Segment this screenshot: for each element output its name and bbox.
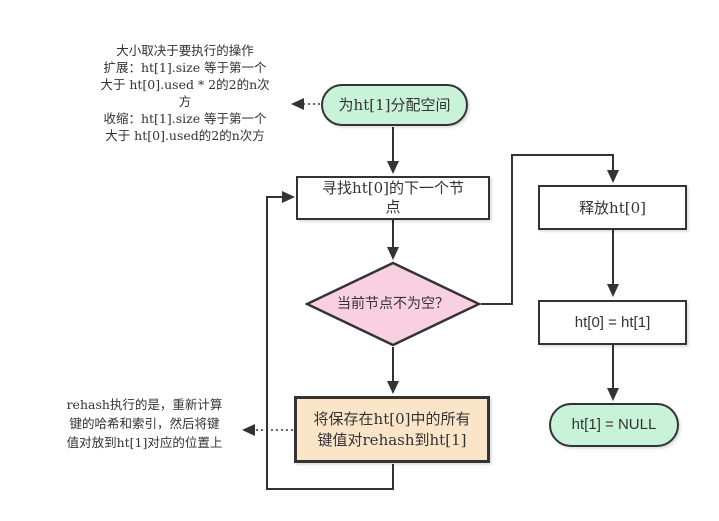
node-decision-current-node: 当前节点不为空？ — [305, 261, 481, 347]
node-release-label: 释放ht[0] — [579, 198, 646, 217]
node-set-null-label: ht[1] = NULL — [571, 416, 657, 433]
node-find-next-label: 寻找ht[0]的下一个节 点 — [322, 179, 464, 216]
annotation-rehash-explain: rehash执行的是，重新计算 键的哈希和索引，然后将键 值对放到ht[1]对应… — [66, 397, 223, 450]
node-rehash-label: 将保存在ht[0]中的所有 键值对rehash到ht[1] — [313, 409, 471, 449]
node-assign-ht0-ht1: ht[0] = ht[1] — [538, 300, 687, 345]
node-decision-label: 当前节点不为空？ — [337, 296, 449, 312]
node-find-next: 寻找ht[0]的下一个节 点 — [296, 176, 490, 220]
node-assign-label: ht[0] = ht[1] — [574, 313, 651, 331]
node-rehash-keys: 将保存在ht[0]中的所有 键值对rehash到ht[1] — [294, 396, 490, 463]
annotation-size-rule: 大小取决于要执行的操作 扩展：ht[1].size 等于第一个 大于 ht[0]… — [100, 43, 270, 143]
node-release-ht0: 释放ht[0] — [538, 185, 687, 230]
node-allocate-ht1: 为ht[1]分配空间 — [321, 84, 468, 126]
node-set-ht1-null: ht[1] = NULL — [549, 403, 679, 447]
node-allocate-label: 为ht[1]分配空间 — [338, 96, 451, 114]
